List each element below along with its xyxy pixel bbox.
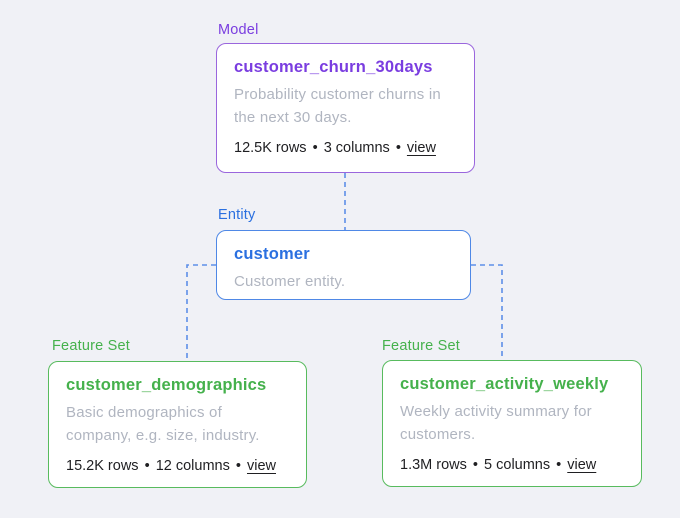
- featureset-right-view-link[interactable]: view: [567, 457, 597, 473]
- featureset-left-type-label: Feature Set: [52, 338, 130, 354]
- featureset-right-columns-count: 5 columns: [484, 457, 551, 473]
- entity-type-label: Entity: [218, 207, 256, 223]
- featureset-right-node-stats: 1.3M rows • 5 columns • view: [400, 455, 624, 476]
- connector-entity-featureset-left: [186, 264, 216, 361]
- featureset-right-node-card[interactable]: customer_activity_weekly Weekly activity…: [382, 360, 642, 487]
- featureset-right-type-label: Feature Set: [382, 338, 460, 354]
- bullet-separator: •: [235, 458, 241, 474]
- model-view-link[interactable]: view: [406, 140, 436, 156]
- featureset-left-node-title: customer_demographics: [66, 376, 267, 394]
- connector-entity-featureset-right: [471, 264, 503, 360]
- model-type-label: Model: [218, 22, 259, 38]
- bullet-separator: •: [144, 458, 150, 474]
- model-columns-count: 3 columns: [323, 140, 390, 156]
- featureset-right-node-title: customer_activity_weekly: [400, 375, 609, 393]
- bullet-separator: •: [472, 457, 478, 473]
- entity-node-card[interactable]: customer Customer entity.: [216, 230, 471, 300]
- featureset-left-node-card[interactable]: customer_demographics Basic demographics…: [48, 361, 307, 488]
- model-node-card[interactable]: customer_churn_30days Probability custom…: [216, 43, 475, 173]
- model-node-stats: 12.5K rows • 3 columns • view: [234, 138, 457, 159]
- model-node-description: Probability customer churns in the next …: [234, 86, 441, 126]
- entity-node-title: customer: [234, 245, 310, 263]
- bullet-separator: •: [556, 457, 562, 473]
- model-node-title: customer_churn_30days: [234, 58, 433, 76]
- bullet-separator: •: [395, 140, 401, 156]
- featureset-left-node-stats: 15.2K rows • 12 columns • view: [66, 456, 289, 477]
- entity-node-description: Customer entity.: [234, 273, 346, 290]
- model-rows-count: 12.5K rows: [234, 140, 307, 156]
- bullet-separator: •: [312, 140, 318, 156]
- featureset-left-rows-count: 15.2K rows: [66, 458, 139, 474]
- featureset-right-node-description: Weekly activity summary for customers.: [400, 403, 592, 443]
- featureset-left-columns-count: 12 columns: [155, 458, 230, 474]
- featureset-left-view-link[interactable]: view: [246, 458, 276, 474]
- featureset-right-rows-count: 1.3M rows: [400, 457, 467, 473]
- featureset-left-node-description: Basic demographics of company, e.g. size…: [66, 404, 260, 444]
